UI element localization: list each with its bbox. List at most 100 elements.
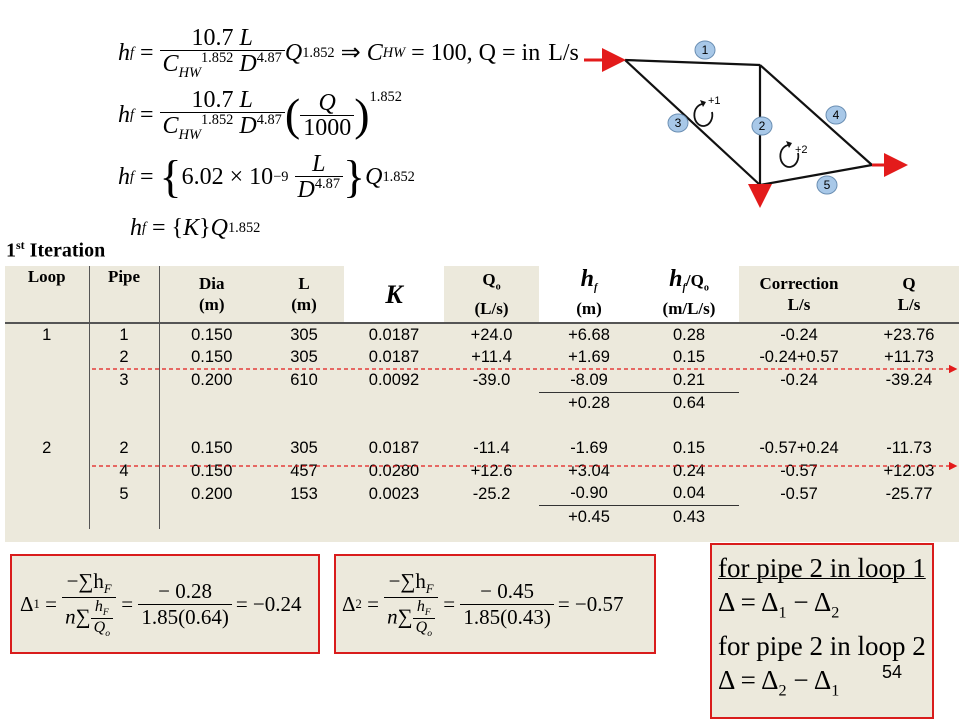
- flow-symbol: Q: [284, 40, 303, 66]
- pipe-1-marker: 1: [694, 40, 716, 60]
- denominator-value: 1.85(0.43): [463, 604, 551, 629]
- pipe-2-correction-box: for pipe 2 in loop 1 Δ = Δ1 − Δ2 for pip…: [710, 543, 934, 719]
- spacer-row: [5, 415, 959, 438]
- chw-symbol: C: [162, 50, 179, 77]
- pipe-1-line: [624, 58, 761, 67]
- header-dia: Dia(m): [159, 266, 264, 324]
- flow-arrows: [584, 48, 908, 208]
- note-chw-subscript: HW: [382, 44, 406, 61]
- k-symbol: K: [183, 215, 200, 241]
- pipe-4-marker: 4: [825, 105, 847, 125]
- n-sum-symbol: n∑: [65, 604, 91, 629]
- hf-subscript: F: [425, 581, 434, 596]
- header-pipe: Pipe: [89, 266, 160, 324]
- delta-symbol: Δ: [20, 591, 34, 616]
- right-brace: }: [199, 215, 211, 241]
- iteration-number: 1: [6, 239, 16, 262]
- loop-arrowhead-icon: [786, 141, 792, 148]
- diameter-symbol: D: [239, 112, 257, 139]
- equals-sign: =: [146, 215, 172, 241]
- coefficient: 10.7: [191, 24, 234, 51]
- delta-2-result: = −0.57: [557, 591, 624, 616]
- delta-1-numeric-fraction: − 0.28 1.85(0.64): [138, 579, 232, 630]
- pipe-lines: [624, 58, 873, 187]
- pipe-4-label: 4: [833, 108, 840, 122]
- header-length: L(m): [264, 266, 344, 324]
- chw-subscript: HW: [178, 64, 201, 81]
- loop-2-caption: for pipe 2 in loop 2: [718, 631, 926, 662]
- pipe-4-line: [759, 64, 873, 166]
- equals-sign: =: [438, 591, 461, 616]
- delta-subscript: 1: [33, 596, 40, 611]
- iteration-table-panel: Loop Pipe Dia(m) L(m) K Qo(L/s) hf(m) hf…: [5, 266, 959, 542]
- constant-exponent: −9: [273, 168, 289, 185]
- chw-subscript: HW: [178, 126, 201, 143]
- pipe-5-marker: 5: [816, 175, 838, 195]
- left-brace: {: [159, 151, 182, 202]
- pipe-2-marker: 2: [751, 116, 773, 136]
- flow-ratio-numerator: Q: [300, 91, 355, 116]
- pipe-2-label: 2: [759, 119, 766, 133]
- loop-1-label: +1: [708, 95, 721, 107]
- hardy-cross-table: Loop Pipe Dia(m) L(m) K Qo(L/s) hf(m) hf…: [5, 266, 959, 529]
- pipe-3-marker: 3: [667, 113, 689, 133]
- pipe-3-line: [624, 59, 761, 186]
- flow-ratio-denominator: 1000: [303, 114, 352, 141]
- length-symbol: L: [239, 24, 253, 51]
- header-hf-over-q0: hf/Qo(m/L/s): [639, 266, 739, 324]
- pipe-labels: 1 2 3 4 5: [667, 40, 847, 195]
- loop-1-caption: for pipe 2 in loop 1: [718, 553, 926, 583]
- loop-2-formula: Δ = Δ2 − Δ1: [718, 665, 840, 700]
- hf-subscript: f: [130, 106, 134, 123]
- note-chw: C: [366, 40, 383, 66]
- pipe-5-label: 5: [824, 178, 831, 192]
- pipe-3-label: 3: [675, 116, 682, 130]
- chw-exponent: 1.852: [200, 49, 234, 66]
- length-symbol: L: [239, 86, 253, 113]
- sum-symbol: −∑h: [66, 568, 104, 593]
- flow-exponent: 1.852: [382, 168, 415, 185]
- pipe-2-correction-text: for pipe 2 in loop 1 Δ = Δ1 − Δ2 for pip…: [712, 545, 932, 708]
- hf-subscript: f: [130, 168, 134, 185]
- left-brace: {: [171, 215, 184, 241]
- note-text: = 100, Q = in: [405, 40, 541, 66]
- flow-ratio-fraction: Q 1000: [300, 91, 355, 141]
- pipe-5-line: [759, 163, 873, 187]
- diameter-symbol: D: [239, 50, 257, 77]
- coefficient: 10.7: [191, 86, 234, 113]
- loop-1-indicator: +1: [693, 95, 721, 127]
- loop-arrowhead-icon: [700, 100, 706, 107]
- left-paren: (: [284, 89, 301, 140]
- iteration-label: Iteration: [24, 239, 106, 262]
- denominator-value: 1.85(0.64): [141, 604, 229, 629]
- numerator-value: − 0.28: [138, 579, 232, 605]
- pipe-network-diagram: +1 +2 1 2 3 4 5: [584, 40, 908, 208]
- length-symbol: L: [294, 152, 344, 177]
- delta-symbol: Δ: [342, 591, 356, 616]
- header-k: K: [344, 266, 444, 324]
- header-loop: Loop: [5, 266, 90, 324]
- diameter-exponent: 4.87: [256, 49, 282, 66]
- n-sum-symbol: n∑: [387, 604, 413, 629]
- equals-sign: =: [134, 102, 160, 128]
- pipe-1-label: 1: [702, 43, 709, 57]
- equals-sign: =: [39, 591, 63, 616]
- delta-2-numeric-fraction: − 0.45 1.85(0.43): [460, 579, 554, 630]
